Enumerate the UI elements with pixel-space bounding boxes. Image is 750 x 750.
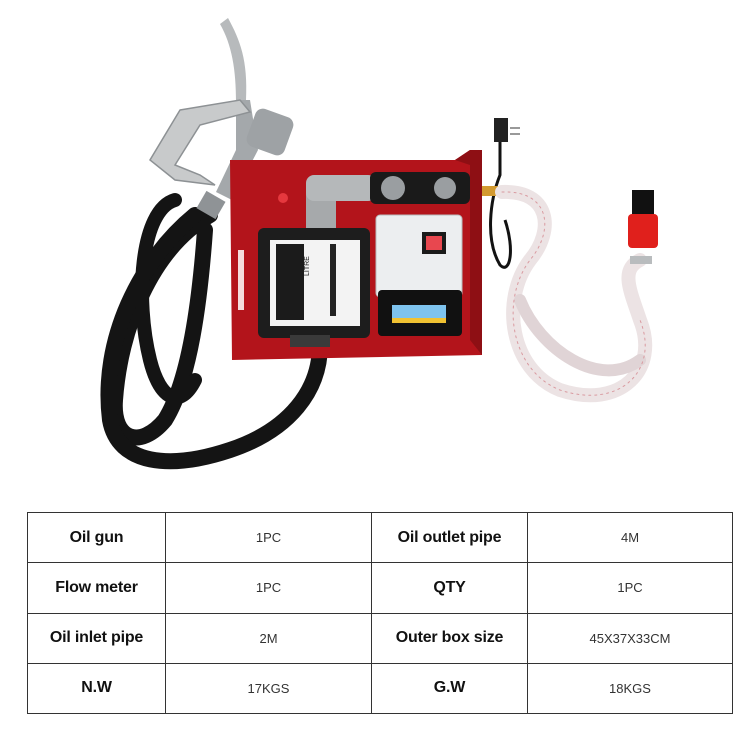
table-row: N.W 17KGS G.W 18KGS xyxy=(27,662,733,715)
spec-table: Oil gun 1PC Oil outlet pipe 4M Flow mete… xyxy=(27,511,733,715)
spec-label-gross-weight: G.W xyxy=(371,662,528,715)
table-row: Flow meter 1PC QTY 1PC xyxy=(27,562,733,614)
flow-meter: LITRE xyxy=(258,228,370,347)
spec-value-gross-weight: 18KGS xyxy=(527,662,733,715)
table-row: Oil inlet pipe 2M Outer box size 45X37X3… xyxy=(27,612,733,664)
svg-text:LITRE: LITRE xyxy=(304,256,311,276)
spec-label-net-weight: N.W xyxy=(27,662,166,715)
suction-filter xyxy=(628,190,658,264)
spec-value-outer-box-size: 45X37X33CM xyxy=(527,612,733,664)
product-photo: LITRE xyxy=(100,18,658,470)
spec-label-flow-meter: Flow meter xyxy=(27,562,166,614)
spec-value-oil-outlet-pipe: 4M xyxy=(527,511,733,564)
pump-motor xyxy=(375,214,463,336)
suction-pipe xyxy=(495,184,653,403)
pump-head xyxy=(306,172,470,235)
table-row: Oil gun 1PC Oil outlet pipe 4M xyxy=(27,511,733,564)
spec-label-qty: QTY xyxy=(371,562,528,614)
brass-fitting xyxy=(482,186,502,196)
spec-value-net-weight: 17KGS xyxy=(165,662,372,715)
spec-value-oil-gun: 1PC xyxy=(165,511,372,564)
spec-label-oil-inlet-pipe: Oil inlet pipe xyxy=(27,612,166,664)
spec-value-qty: 1PC xyxy=(527,562,733,614)
nozzle-gun xyxy=(149,18,294,220)
spec-label-outer-box-size: Outer box size xyxy=(371,612,528,664)
spec-value-oil-inlet-pipe: 2M xyxy=(165,612,372,664)
spec-label-oil-gun: Oil gun xyxy=(27,511,166,564)
spec-label-oil-outlet-pipe: Oil outlet pipe xyxy=(371,511,528,564)
spec-value-flow-meter: 1PC xyxy=(165,562,372,614)
